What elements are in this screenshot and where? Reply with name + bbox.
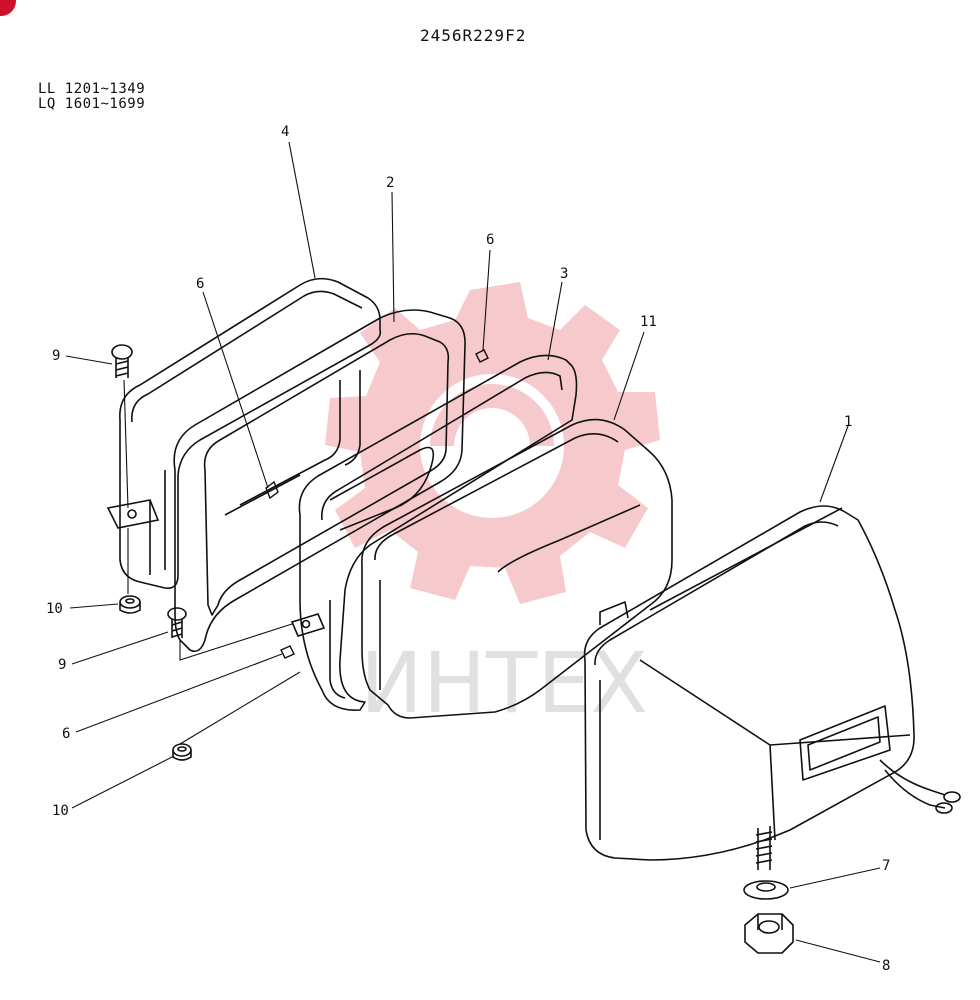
part-9-screw-lower (167, 607, 187, 638)
serial-range-lq: LQ 1601~1699 (38, 96, 146, 112)
part-11-inner-cover (361, 418, 673, 719)
callout-6-right: 6 (486, 232, 494, 248)
mounting-brackets (106, 499, 326, 637)
callout-9-upper: 9 (52, 348, 60, 364)
part-8-nut (744, 913, 794, 954)
part-10-nut-upper (119, 595, 141, 614)
part-1-front-cover (583, 505, 961, 870)
callout-7: 7 (882, 858, 890, 874)
callout-4: 4 (281, 124, 289, 140)
callout-6-left: 6 (196, 276, 204, 292)
serial-range-ll: LL 1201~1349 (38, 81, 146, 97)
callout-10-upper: 10 (46, 601, 63, 617)
callout-1: 1 (844, 414, 852, 430)
callout-3: 3 (560, 266, 568, 282)
part-6-pads (265, 349, 489, 659)
callout-11: 11 (640, 314, 657, 330)
callout-8: 8 (882, 958, 890, 974)
part-2-gasket-frame (173, 309, 466, 653)
part-7-washer (743, 880, 789, 900)
callout-10-lower: 10 (52, 803, 69, 819)
callout-labels: 4 2 6 6 3 11 1 9 10 9 6 10 7 8 (46, 124, 890, 974)
callout-6-lower: 6 (62, 726, 70, 742)
leader-lines (65, 141, 881, 963)
watermark-logo (325, 282, 660, 604)
part-4-back-housing (119, 277, 382, 590)
part-9-screw-upper (111, 344, 133, 378)
drawing-number: 2456R229F2 (420, 26, 527, 45)
part-3-gasket (298, 354, 578, 711)
callout-2: 2 (386, 175, 394, 191)
callout-9-lower: 9 (58, 657, 66, 673)
part-10-nut-lower (172, 743, 192, 761)
